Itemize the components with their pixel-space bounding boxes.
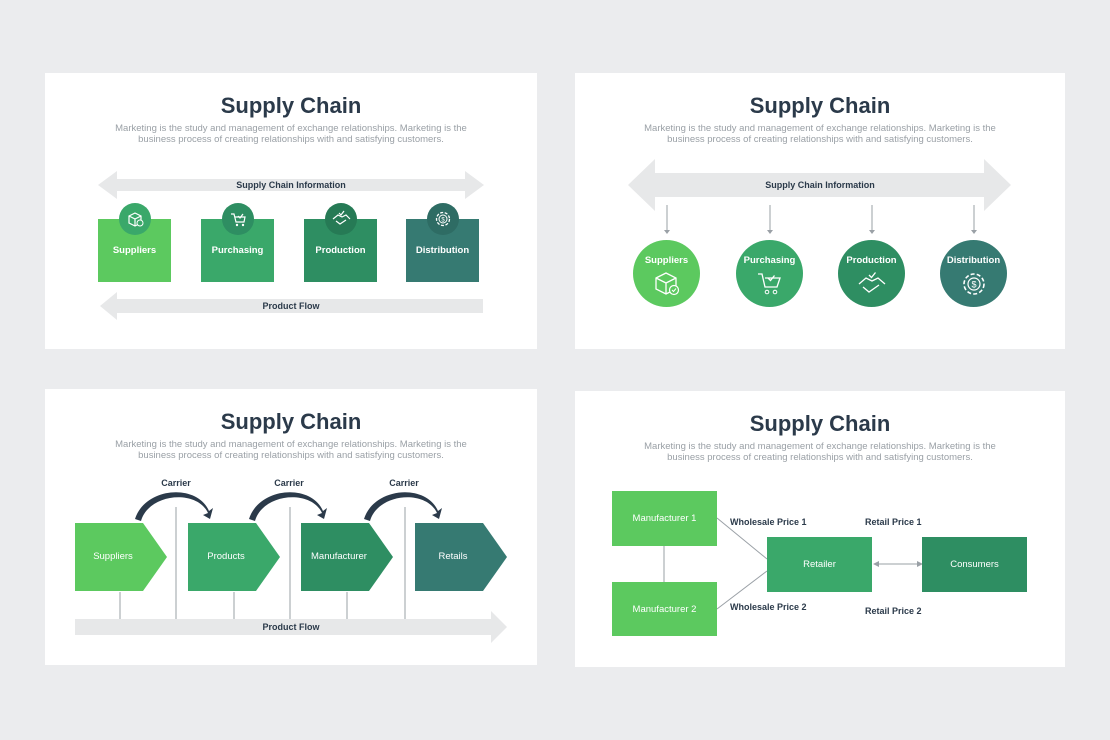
carrier-label: Carrier <box>274 478 304 488</box>
gear-dollar-icon: $ <box>963 273 985 295</box>
step-products <box>188 523 280 591</box>
cart-check-icon <box>222 203 254 235</box>
slide-4: Supply Chain Marketing is the study and … <box>575 391 1065 667</box>
circle-label: Production <box>846 255 897 266</box>
product-flow-label: Product Flow <box>262 622 320 632</box>
box-label: Suppliers <box>112 245 157 256</box>
wholesale-price-1-label: Wholesale Price 1 <box>730 517 807 527</box>
slide-subtitle: Marketing is the study and management of… <box>644 123 996 145</box>
gear-dollar-icon: $ <box>427 203 459 235</box>
handshake-icon <box>325 203 357 235</box>
wholesale-price-2-label: Wholesale Price 2 <box>730 602 807 612</box>
retail-price-2-label: Retail Price 2 <box>865 606 922 616</box>
circle-production <box>838 240 905 307</box>
manufacturer-2-box: Manufacturer 2 <box>612 582 717 636</box>
node-label: Consumers <box>950 559 999 570</box>
circle-label: Purchasing <box>743 255 796 266</box>
box-check-icon <box>655 272 680 296</box>
product-flow-arrow <box>100 292 483 320</box>
box-label: Production <box>315 245 366 256</box>
slide-3: Supply Chain Marketing is the study and … <box>45 389 537 665</box>
slide-title: Supply Chain <box>220 409 362 434</box>
node-label: Manufacturer 2 <box>632 603 697 615</box>
slide-title: Supply Chain <box>220 93 362 118</box>
box-label: Purchasing <box>211 245 264 256</box>
step-manufacturer <box>301 523 393 591</box>
svg-text:$: $ <box>971 280 976 290</box>
step-label: Suppliers <box>93 551 133 562</box>
svg-text:$: $ <box>441 218 445 224</box>
slide-1: Supply Chain Marketing is the study and … <box>45 73 537 349</box>
slide-title: Supply Chain <box>749 93 891 118</box>
box-label: Distribution <box>415 245 470 256</box>
info-double-arrow <box>98 171 484 320</box>
info-arrow-label: Supply Chain Information <box>236 180 346 190</box>
circle-label: Distribution <box>946 255 1001 266</box>
carrier-label: Carrier <box>161 478 191 488</box>
node-label: Retailer <box>803 559 836 570</box>
cart-check-icon <box>758 273 781 295</box>
consumers-box: Consumers <box>922 537 1027 592</box>
manufacturer-1-box: Manufacturer 1 <box>612 491 717 546</box>
carrier-curve-arrows <box>135 492 442 521</box>
slide-subtitle: Marketing is the study and management of… <box>115 439 467 461</box>
step-retails <box>415 523 507 591</box>
network-lines <box>663 517 923 610</box>
flow-graphics <box>75 492 507 643</box>
slide-subtitle: Marketing is the study and management of… <box>115 123 467 145</box>
retail-price-1-label: Retail Price 1 <box>865 517 922 527</box>
step-label: Retails <box>438 551 468 562</box>
circle-purchasing <box>736 240 803 307</box>
info-arrow-label: Supply Chain Information <box>765 180 875 190</box>
handshake-icon <box>858 272 886 293</box>
step-suppliers <box>75 523 167 591</box>
box-check-icon <box>119 203 151 235</box>
retailer-box: Retailer <box>767 537 872 592</box>
product-flow-arrow <box>75 611 507 643</box>
node-label: Manufacturer 1 <box>632 513 697 524</box>
product-flow-label: Product Flow <box>262 301 320 311</box>
slide-title: Supply Chain <box>749 411 891 436</box>
step-label: Products <box>207 551 245 562</box>
step-label: Manufacturer <box>311 551 367 562</box>
carrier-label: Carrier <box>389 478 419 488</box>
slide-2: Supply Chain Marketing is the study and … <box>575 73 1065 349</box>
circle-label: Suppliers <box>644 255 689 266</box>
info-double-arrow <box>628 159 1011 234</box>
slide-subtitle: Marketing is the study and management of… <box>644 441 996 463</box>
